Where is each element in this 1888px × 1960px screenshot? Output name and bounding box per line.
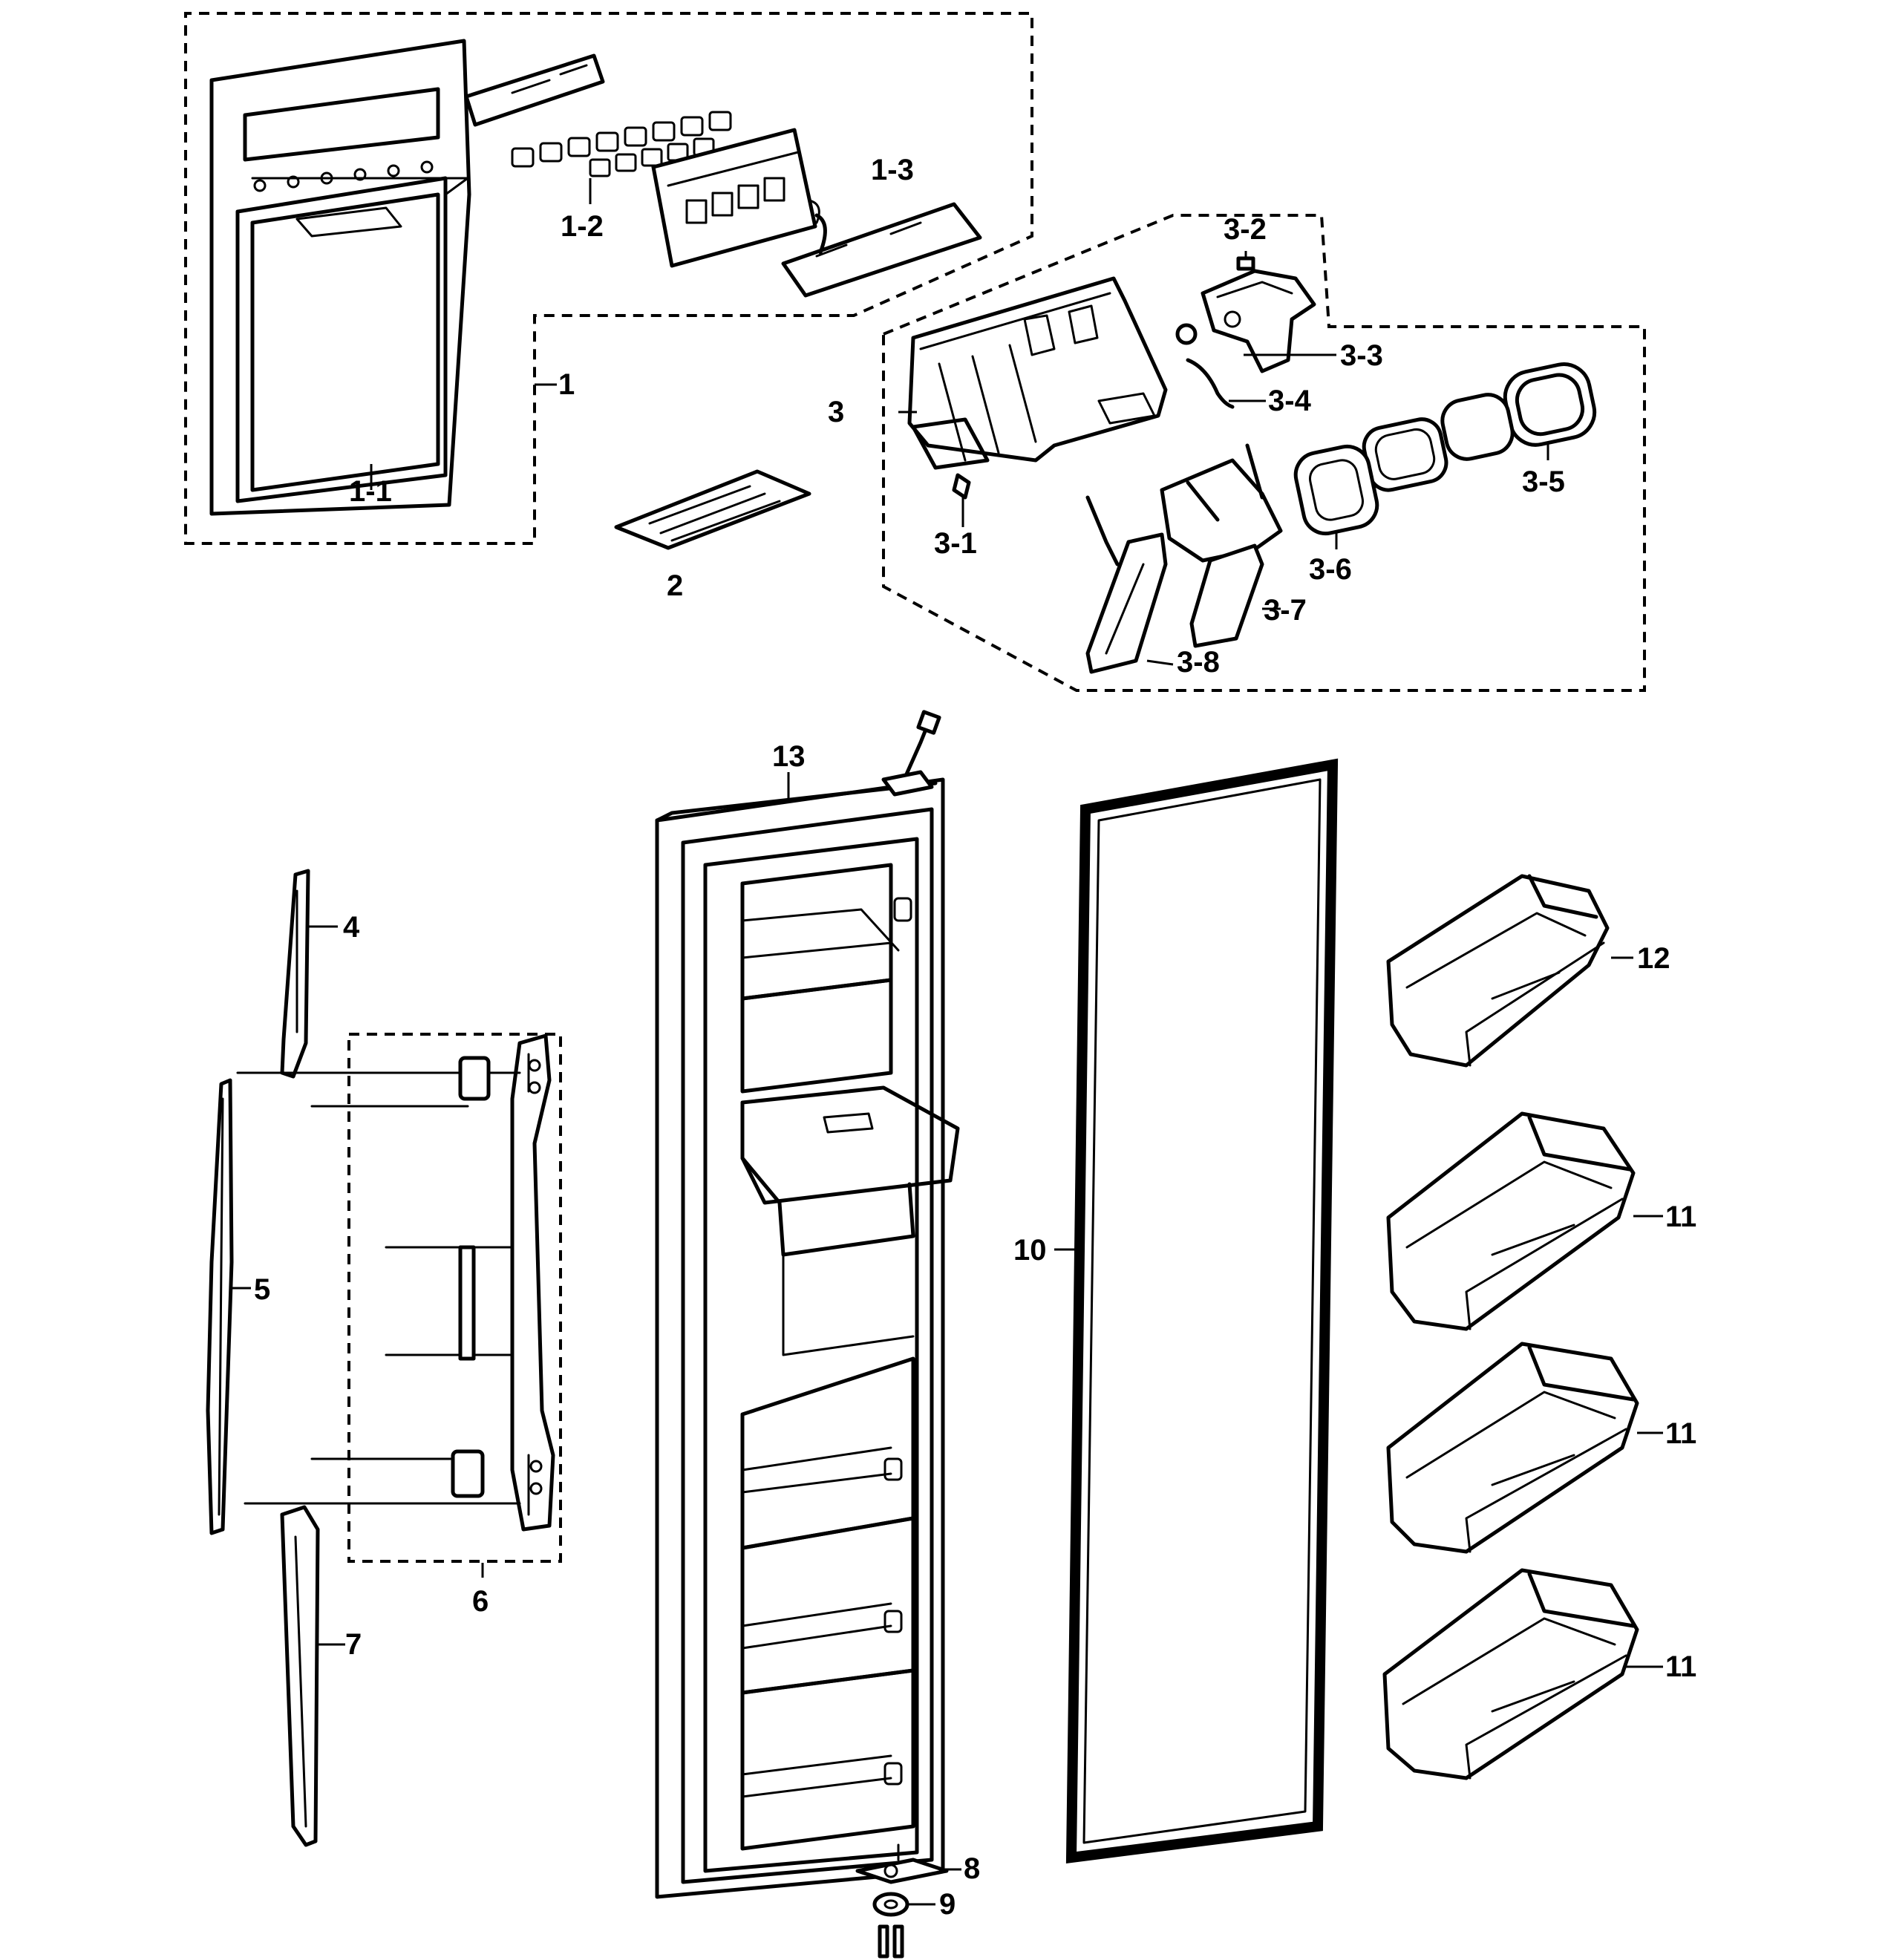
- freezer-door: [655, 710, 960, 1899]
- assembly-1-boundary: [184, 12, 1033, 545]
- hinge-bolts: [878, 1924, 904, 1959]
- callout-11b: 11: [1665, 1417, 1696, 1450]
- callout-labels: 1 1-1 1-2 1-3 2 3 3-1 3-2 3-3 3-4 3-5 3-…: [254, 154, 1696, 1921]
- callout-3-8: 3-8: [1177, 646, 1220, 679]
- dispenser-housing: [907, 276, 1168, 470]
- control-button-assembly: [464, 53, 732, 204]
- callout-13: 13: [772, 740, 806, 773]
- callout-3-4: 3-4: [1268, 385, 1312, 417]
- callout-3-6: 3-6: [1309, 553, 1352, 586]
- callout-11c: 11: [1665, 1650, 1696, 1683]
- callout-3: 3: [828, 396, 844, 428]
- dispenser-panel-frame: [209, 39, 471, 516]
- dispenser-funnel: [1160, 443, 1283, 648]
- callout-7: 7: [345, 1628, 362, 1661]
- dispenser-lever: [1085, 495, 1168, 674]
- callout-12: 12: [1637, 942, 1670, 975]
- door-bin-third: [1386, 1342, 1639, 1554]
- pcb-cover-plate: [781, 202, 982, 298]
- dispenser-solenoid: [1201, 269, 1316, 373]
- callout-1-3: 1-3: [871, 154, 914, 186]
- callout-8: 8: [964, 1852, 980, 1885]
- callout-3-1: 3-1: [934, 527, 977, 560]
- side-trim: [206, 1078, 234, 1535]
- callout-3-2: 3-2: [1224, 213, 1267, 246]
- leader-lines: [230, 353, 1663, 1906]
- chute-seal-medium: [1440, 393, 1515, 461]
- dispenser-chute-cover: [614, 469, 811, 550]
- solenoid-screw: [1236, 251, 1255, 271]
- housing-pin: [952, 473, 971, 527]
- callout-1-1: 1-1: [349, 475, 392, 508]
- callout-4: 4: [343, 911, 360, 944]
- callout-5: 5: [254, 1273, 270, 1306]
- door-bin-top: [1386, 874, 1610, 1068]
- callout-9: 9: [939, 1888, 956, 1921]
- callout-3-7: 3-7: [1264, 594, 1307, 627]
- upper-trim-strip: [280, 869, 310, 1079]
- callout-1-2: 1-2: [561, 210, 604, 243]
- callout-10: 10: [1013, 1234, 1047, 1267]
- door-bin-second: [1386, 1111, 1636, 1331]
- lower-hinge: [855, 1843, 949, 1884]
- assembly-6-boundary: [347, 1033, 562, 1563]
- lower-trim-strip: [280, 1505, 320, 1847]
- callout-2: 2: [667, 569, 683, 602]
- callout-1: 1: [558, 368, 575, 401]
- door-gasket: [1054, 758, 1339, 1863]
- assembly-3-boundary: [882, 214, 1646, 692]
- handle-bracket-fasteners: [236, 1056, 521, 1505]
- callout-6: 6: [472, 1585, 489, 1618]
- handle-bracket: [510, 1033, 555, 1532]
- door-bin-bottom: [1382, 1568, 1639, 1780]
- callout-11a: 11: [1665, 1200, 1696, 1233]
- hinge-washer: [872, 1892, 909, 1917]
- dispenser-spring: [1175, 323, 1235, 409]
- chute-ring: [1293, 444, 1379, 549]
- callout-3-5: 3-5: [1522, 466, 1565, 498]
- chute-seal-large: [1503, 362, 1597, 447]
- callout-3-3: 3-3: [1340, 339, 1383, 372]
- control-pcb: [651, 128, 820, 268]
